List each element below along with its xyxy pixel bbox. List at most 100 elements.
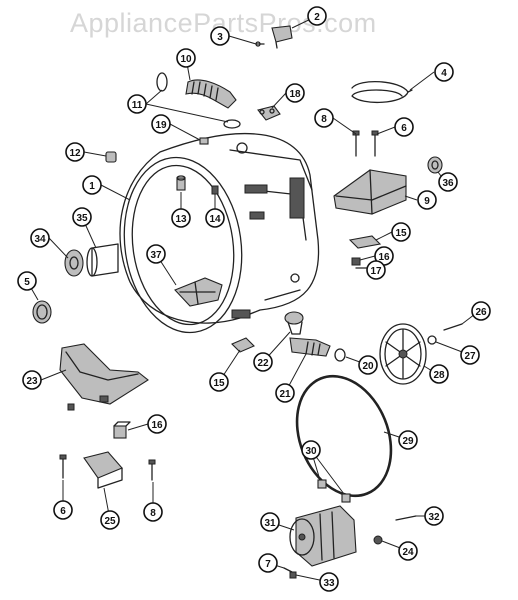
clamp-11-part <box>156 72 241 129</box>
svg-text:28: 28 <box>433 370 445 381</box>
callout-19: 19 <box>151 114 171 134</box>
weight-25-part <box>83 451 123 489</box>
svg-text:5: 5 <box>24 277 30 288</box>
clip-16a-part <box>351 257 361 266</box>
svg-text:17: 17 <box>370 266 382 277</box>
svg-text:8: 8 <box>321 114 327 125</box>
svg-text:33: 33 <box>323 578 335 589</box>
callout-35: 35 <box>72 207 92 227</box>
shroud-23-part <box>59 343 149 411</box>
nut-24-part <box>373 535 383 545</box>
callout-4: 4 <box>434 62 454 82</box>
tub-part <box>119 133 320 334</box>
bumper-12-part <box>105 151 117 163</box>
bolt-6-part <box>371 130 379 157</box>
washer-27-part <box>427 335 437 345</box>
svg-text:6: 6 <box>60 506 66 517</box>
callout-14: 14 <box>205 208 225 228</box>
valve-18-part <box>257 105 281 121</box>
svg-text:11: 11 <box>132 100 143 111</box>
bolt-26-part <box>443 323 463 331</box>
clamp-20-part <box>334 348 346 362</box>
svg-text:25: 25 <box>104 516 116 527</box>
callout-7: 7 <box>258 553 278 573</box>
pump-22-part <box>284 311 304 335</box>
clip-19-part <box>199 137 209 145</box>
svg-text:31: 31 <box>264 518 276 529</box>
callout-1: 1 <box>82 175 102 195</box>
svg-text:19: 19 <box>155 120 167 131</box>
svg-text:12: 12 <box>69 148 81 159</box>
svg-text:36: 36 <box>442 178 454 189</box>
wire-4-part <box>351 80 413 104</box>
svg-text:24: 24 <box>402 547 414 558</box>
callout-3: 3 <box>210 26 230 46</box>
svg-text:2: 2 <box>314 12 320 23</box>
callout-37: 37 <box>146 244 166 264</box>
svg-text:8: 8 <box>150 508 156 519</box>
svg-text:10: 10 <box>180 54 192 65</box>
bolt-6b-part <box>59 454 67 479</box>
callout-15b: 15 <box>209 372 229 392</box>
svg-text:13: 13 <box>175 214 187 225</box>
callout-11: 11 <box>127 94 147 114</box>
callout-8a: 8 <box>314 108 334 128</box>
callout-29: 29 <box>398 430 418 450</box>
callout-10: 10 <box>176 48 196 68</box>
clip-16b-part <box>113 421 131 439</box>
bolt-8b-part <box>148 459 156 481</box>
callout-26: 26 <box>471 301 491 321</box>
callout-17: 17 <box>366 260 386 280</box>
svg-text:34: 34 <box>34 234 46 245</box>
svg-text:27: 27 <box>464 351 476 362</box>
hub-35-part <box>86 243 119 277</box>
callout-31: 31 <box>260 512 280 532</box>
svg-text:32: 32 <box>428 512 440 523</box>
callout-32: 32 <box>424 506 444 526</box>
callout-12: 12 <box>65 142 85 162</box>
seal-34-part <box>64 249 84 277</box>
bolt-8-part <box>352 130 360 157</box>
clip-33-part <box>289 571 297 579</box>
svg-text:6: 6 <box>401 123 407 134</box>
pulley-28-part <box>379 323 427 385</box>
svg-text:29: 29 <box>402 436 414 447</box>
callout-36: 36 <box>438 172 458 192</box>
callout-2: 2 <box>307 6 327 26</box>
svg-text:7: 7 <box>265 559 271 570</box>
svg-text:15: 15 <box>395 228 407 239</box>
callout-33: 33 <box>319 572 339 592</box>
hose-10-part <box>185 79 237 109</box>
grommet-36-part <box>427 156 443 174</box>
pad-15a-part <box>348 235 382 249</box>
gasket-5-part <box>32 300 52 324</box>
callout-30: 30 <box>301 440 321 460</box>
svg-text:4: 4 <box>441 68 447 79</box>
svg-text:30: 30 <box>305 446 317 457</box>
callout-9: 9 <box>417 190 437 210</box>
bracket-2-part <box>271 25 293 49</box>
svg-text:23: 23 <box>26 376 38 387</box>
svg-text:37: 37 <box>150 250 162 261</box>
bolt-32-part <box>395 515 417 521</box>
svg-text:35: 35 <box>76 213 88 224</box>
svg-text:14: 14 <box>209 214 221 225</box>
callout-18: 18 <box>285 83 305 103</box>
clip-30-part <box>317 479 351 503</box>
svg-text:3: 3 <box>217 32 223 43</box>
callout-34: 34 <box>30 228 50 248</box>
belt-29-part <box>295 374 393 498</box>
part-13-part <box>176 175 186 191</box>
screw-3-part <box>255 41 265 47</box>
svg-text:16: 16 <box>378 252 390 263</box>
svg-text:1: 1 <box>89 181 95 192</box>
callout-8b: 8 <box>143 502 163 522</box>
svg-text:20: 20 <box>362 361 374 372</box>
callout-28: 28 <box>429 364 449 384</box>
callout-27: 27 <box>460 345 480 365</box>
svg-text:18: 18 <box>289 89 301 100</box>
callout-20: 20 <box>358 355 378 375</box>
callout-22: 22 <box>253 352 273 372</box>
svg-text:16: 16 <box>151 420 163 431</box>
